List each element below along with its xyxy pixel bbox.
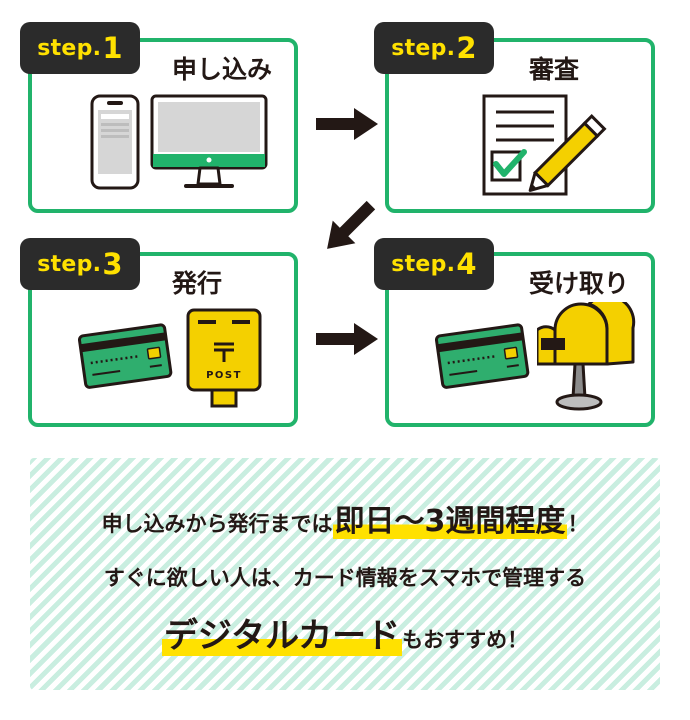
step-2-title: 審査 xyxy=(529,55,580,84)
summary-line-1-suffix: ！ xyxy=(567,512,589,536)
desktop-monitor-icon xyxy=(150,94,268,188)
summary-panel: 申し込みから発行までは即日〜3週間程度！ すぐに欲しい人は、カード情報をスマホで… xyxy=(30,458,660,690)
smartphone-icon xyxy=(90,94,140,190)
arrow-right-icon xyxy=(316,323,378,355)
credit-card-icon xyxy=(78,323,173,389)
step-1-badge-label: step. xyxy=(37,35,102,61)
summary-line-1-prefix: 申し込みから発行までは xyxy=(101,512,333,536)
document-pencil-icon xyxy=(482,94,607,196)
step-3-title: 発行 xyxy=(172,269,223,298)
step-3-badge: step.3 xyxy=(20,238,140,290)
step-1-badge: step.1 xyxy=(20,22,140,74)
summary-line-3-suffix: もおすすめ！ xyxy=(402,628,529,652)
summary-line-2: すぐに欲しい人は、カード情報をスマホで管理する xyxy=(103,566,587,590)
step-4-badge: step.4 xyxy=(374,238,494,290)
step-1-title: 申し込み xyxy=(172,55,273,84)
step-4-title: 受け取り xyxy=(529,269,630,298)
step-3-box: 発行 POST xyxy=(28,252,298,427)
step-1-box: 申し込み xyxy=(28,38,298,213)
step-2-badge-label: step. xyxy=(391,35,456,61)
arrow-right-icon xyxy=(316,108,378,140)
postbox-icon xyxy=(186,308,262,408)
mailbox-icon xyxy=(537,302,636,411)
summary-line-1-highlight: 即日〜3週間程度 xyxy=(332,504,568,539)
step-4-badge-number: 4 xyxy=(456,247,477,281)
step-3-badge-number: 3 xyxy=(102,247,123,281)
step-2-badge: step.2 xyxy=(374,22,494,74)
summary-line-3-highlight: デジタルカード xyxy=(161,616,403,656)
step-4-badge-label: step. xyxy=(391,251,456,277)
summary-line-1: 申し込みから発行までは即日〜3週間程度！ xyxy=(30,496,660,540)
step-2-badge-number: 2 xyxy=(456,31,477,65)
credit-card-icon xyxy=(435,323,530,389)
step-3-badge-label: step. xyxy=(37,251,102,277)
summary-line-3: デジタルカードもおすすめ！ xyxy=(30,608,660,657)
arrow-down-left-icon xyxy=(327,200,376,249)
postbox-label: POST xyxy=(206,370,242,381)
step-1-badge-number: 1 xyxy=(102,31,123,65)
